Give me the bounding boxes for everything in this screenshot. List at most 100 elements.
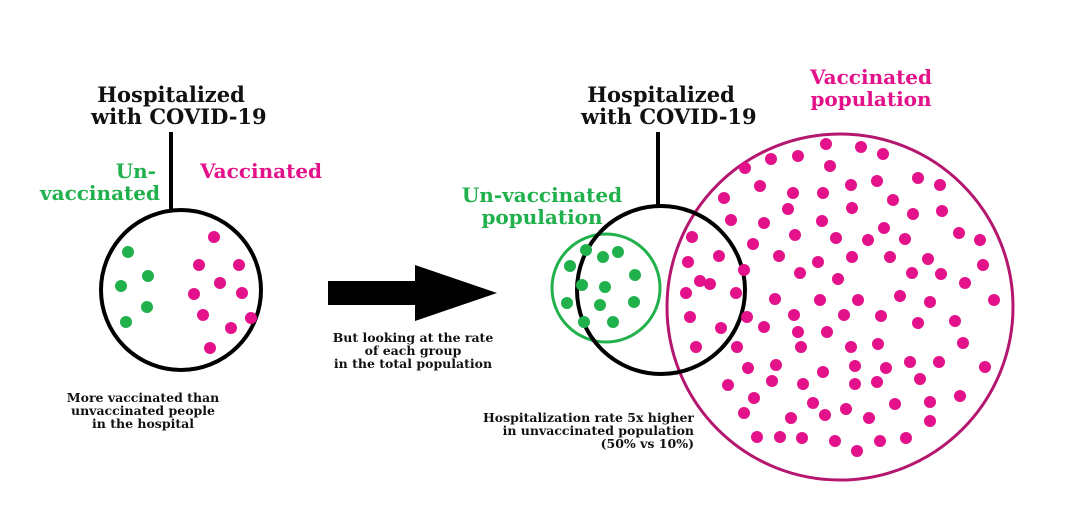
vaccinated-person-dot <box>878 222 890 234</box>
vaccinated-person-dot <box>690 341 702 353</box>
vaccinated-person-dot <box>742 362 754 374</box>
left-caption-line2: unvaccinated people <box>71 403 215 418</box>
vaccinated-person-dot <box>789 229 801 241</box>
vaccinated-person-dot <box>851 445 863 457</box>
left-title: Hospitalized with COVID-19 <box>91 82 267 128</box>
unvaccinated-patient-dot <box>122 246 134 258</box>
vaccinated-person-dot <box>934 179 946 191</box>
vaccinated-person-dot <box>855 141 867 153</box>
vaccinated-person-dot <box>738 264 750 276</box>
vaccinated-person-dot <box>904 356 916 368</box>
vaccinated-person-dot <box>880 362 892 374</box>
vaccinated-patient-dot <box>225 322 237 334</box>
vaccinated-person-dot <box>849 378 861 390</box>
left-unvaccinated-label: Un- vaccinated <box>40 160 160 204</box>
vaccinated-person-dot <box>747 238 759 250</box>
vaccinated-person-dot <box>832 273 844 285</box>
vaccinated-patient-dot <box>204 342 216 354</box>
vaccinated-person-dot <box>704 278 716 290</box>
transition-arrow <box>328 265 497 321</box>
vaccinated-patient-dot <box>188 288 200 300</box>
unvaccinated-patient-dot <box>115 280 127 292</box>
arrow-caption: But looking at the rate of each group in… <box>318 331 508 370</box>
vaccinated-person-dot <box>906 267 918 279</box>
right-caption: Hospitalization rate 5x higher in unvacc… <box>470 411 694 450</box>
vaccinated-person-dot <box>924 296 936 308</box>
right-caption-line3: (50% vs 10%) <box>600 436 694 451</box>
unvaccinated-person-dot <box>594 299 606 311</box>
left-title-line1: Hospitalized <box>97 82 245 107</box>
right-population-dots <box>561 138 1000 457</box>
vaccinated-person-dot <box>846 202 858 214</box>
vaccinated-person-dot <box>959 277 971 289</box>
vaccinated-person-dot <box>889 398 901 410</box>
arrow-caption-line1: But looking at the rate <box>332 330 494 345</box>
left-caption-line3: in the hospital <box>92 416 194 431</box>
vaccinated-person-dot <box>741 311 753 323</box>
right-caption-line2: in unvaccinated population <box>502 423 694 438</box>
vaccinated-person-dot <box>748 392 760 404</box>
vaccinated-person-dot <box>738 407 750 419</box>
vaccinated-person-dot <box>830 232 842 244</box>
vaccinated-person-dot <box>751 431 763 443</box>
vaccinated-person-dot <box>887 194 899 206</box>
vaccinated-person-dot <box>935 268 947 280</box>
vaccinated-person-dot <box>924 415 936 427</box>
vaccinated-person-dot <box>686 231 698 243</box>
vaccinated-person-dot <box>722 379 734 391</box>
vaccinated-patient-dot <box>214 277 226 289</box>
vaccinated-population-circle <box>665 132 1015 482</box>
vaccinated-person-dot <box>782 203 794 215</box>
vaccinated-person-dot <box>845 179 857 191</box>
vaccinated-person-dot <box>816 215 828 227</box>
vaccinated-person-dot <box>953 227 965 239</box>
vaccinated-person-dot <box>758 217 770 229</box>
vaccinated-person-dot <box>820 138 832 150</box>
left-caption: More vaccinated than unvaccinated people… <box>48 391 238 430</box>
vaccinated-person-dot <box>912 172 924 184</box>
unvaccinated-person-dot <box>612 246 624 258</box>
vaccinated-person-dot <box>933 356 945 368</box>
vaccinated-population-label-line2: population <box>810 87 932 111</box>
vaccinated-person-dot <box>846 251 858 263</box>
vaccinated-person-dot <box>754 180 766 192</box>
vaccinated-population-label: Vaccinated population <box>800 66 942 110</box>
vaccinated-person-dot <box>713 250 725 262</box>
unvaccinated-population-circle <box>550 232 662 344</box>
unvaccinated-person-dot <box>628 296 640 308</box>
vaccinated-patient-dot <box>193 259 205 271</box>
vaccinated-person-dot <box>852 294 864 306</box>
vaccinated-person-dot <box>765 153 777 165</box>
vaccinated-person-dot <box>871 376 883 388</box>
vaccinated-person-dot <box>872 338 884 350</box>
vaccinated-person-dot <box>725 214 737 226</box>
vaccinated-person-dot <box>863 412 875 424</box>
vaccinated-person-dot <box>849 360 861 372</box>
unvaccinated-patient-dot <box>142 270 154 282</box>
vaccinated-person-dot <box>954 390 966 402</box>
right-title-line2: with COVID-19 <box>581 104 757 129</box>
vaccinated-person-dot <box>787 187 799 199</box>
vaccinated-person-dot <box>877 148 889 160</box>
vaccinated-patient-dot <box>197 309 209 321</box>
vaccinated-person-dot <box>758 321 770 333</box>
vaccinated-person-dot <box>979 361 991 373</box>
unvaccinated-person-dot <box>576 279 588 291</box>
vaccinated-person-dot <box>731 341 743 353</box>
unvaccinated-person-dot <box>580 244 592 256</box>
vaccinated-person-dot <box>912 317 924 329</box>
vaccinated-person-dot <box>814 294 826 306</box>
vaccinated-person-dot <box>862 234 874 246</box>
vaccinated-person-dot <box>817 366 829 378</box>
vaccinated-person-dot <box>792 326 804 338</box>
vaccinated-person-dot <box>936 205 948 217</box>
unvaccinated-person-dot <box>561 297 573 309</box>
vaccinated-patient-dot <box>236 287 248 299</box>
vaccinated-person-dot <box>770 359 782 371</box>
vaccinated-person-dot <box>792 150 804 162</box>
vaccinated-person-dot <box>807 397 819 409</box>
vaccinated-patient-dot <box>233 259 245 271</box>
right-title: Hospitalized with COVID-19 <box>581 84 757 129</box>
vaccinated-person-dot <box>874 435 886 447</box>
